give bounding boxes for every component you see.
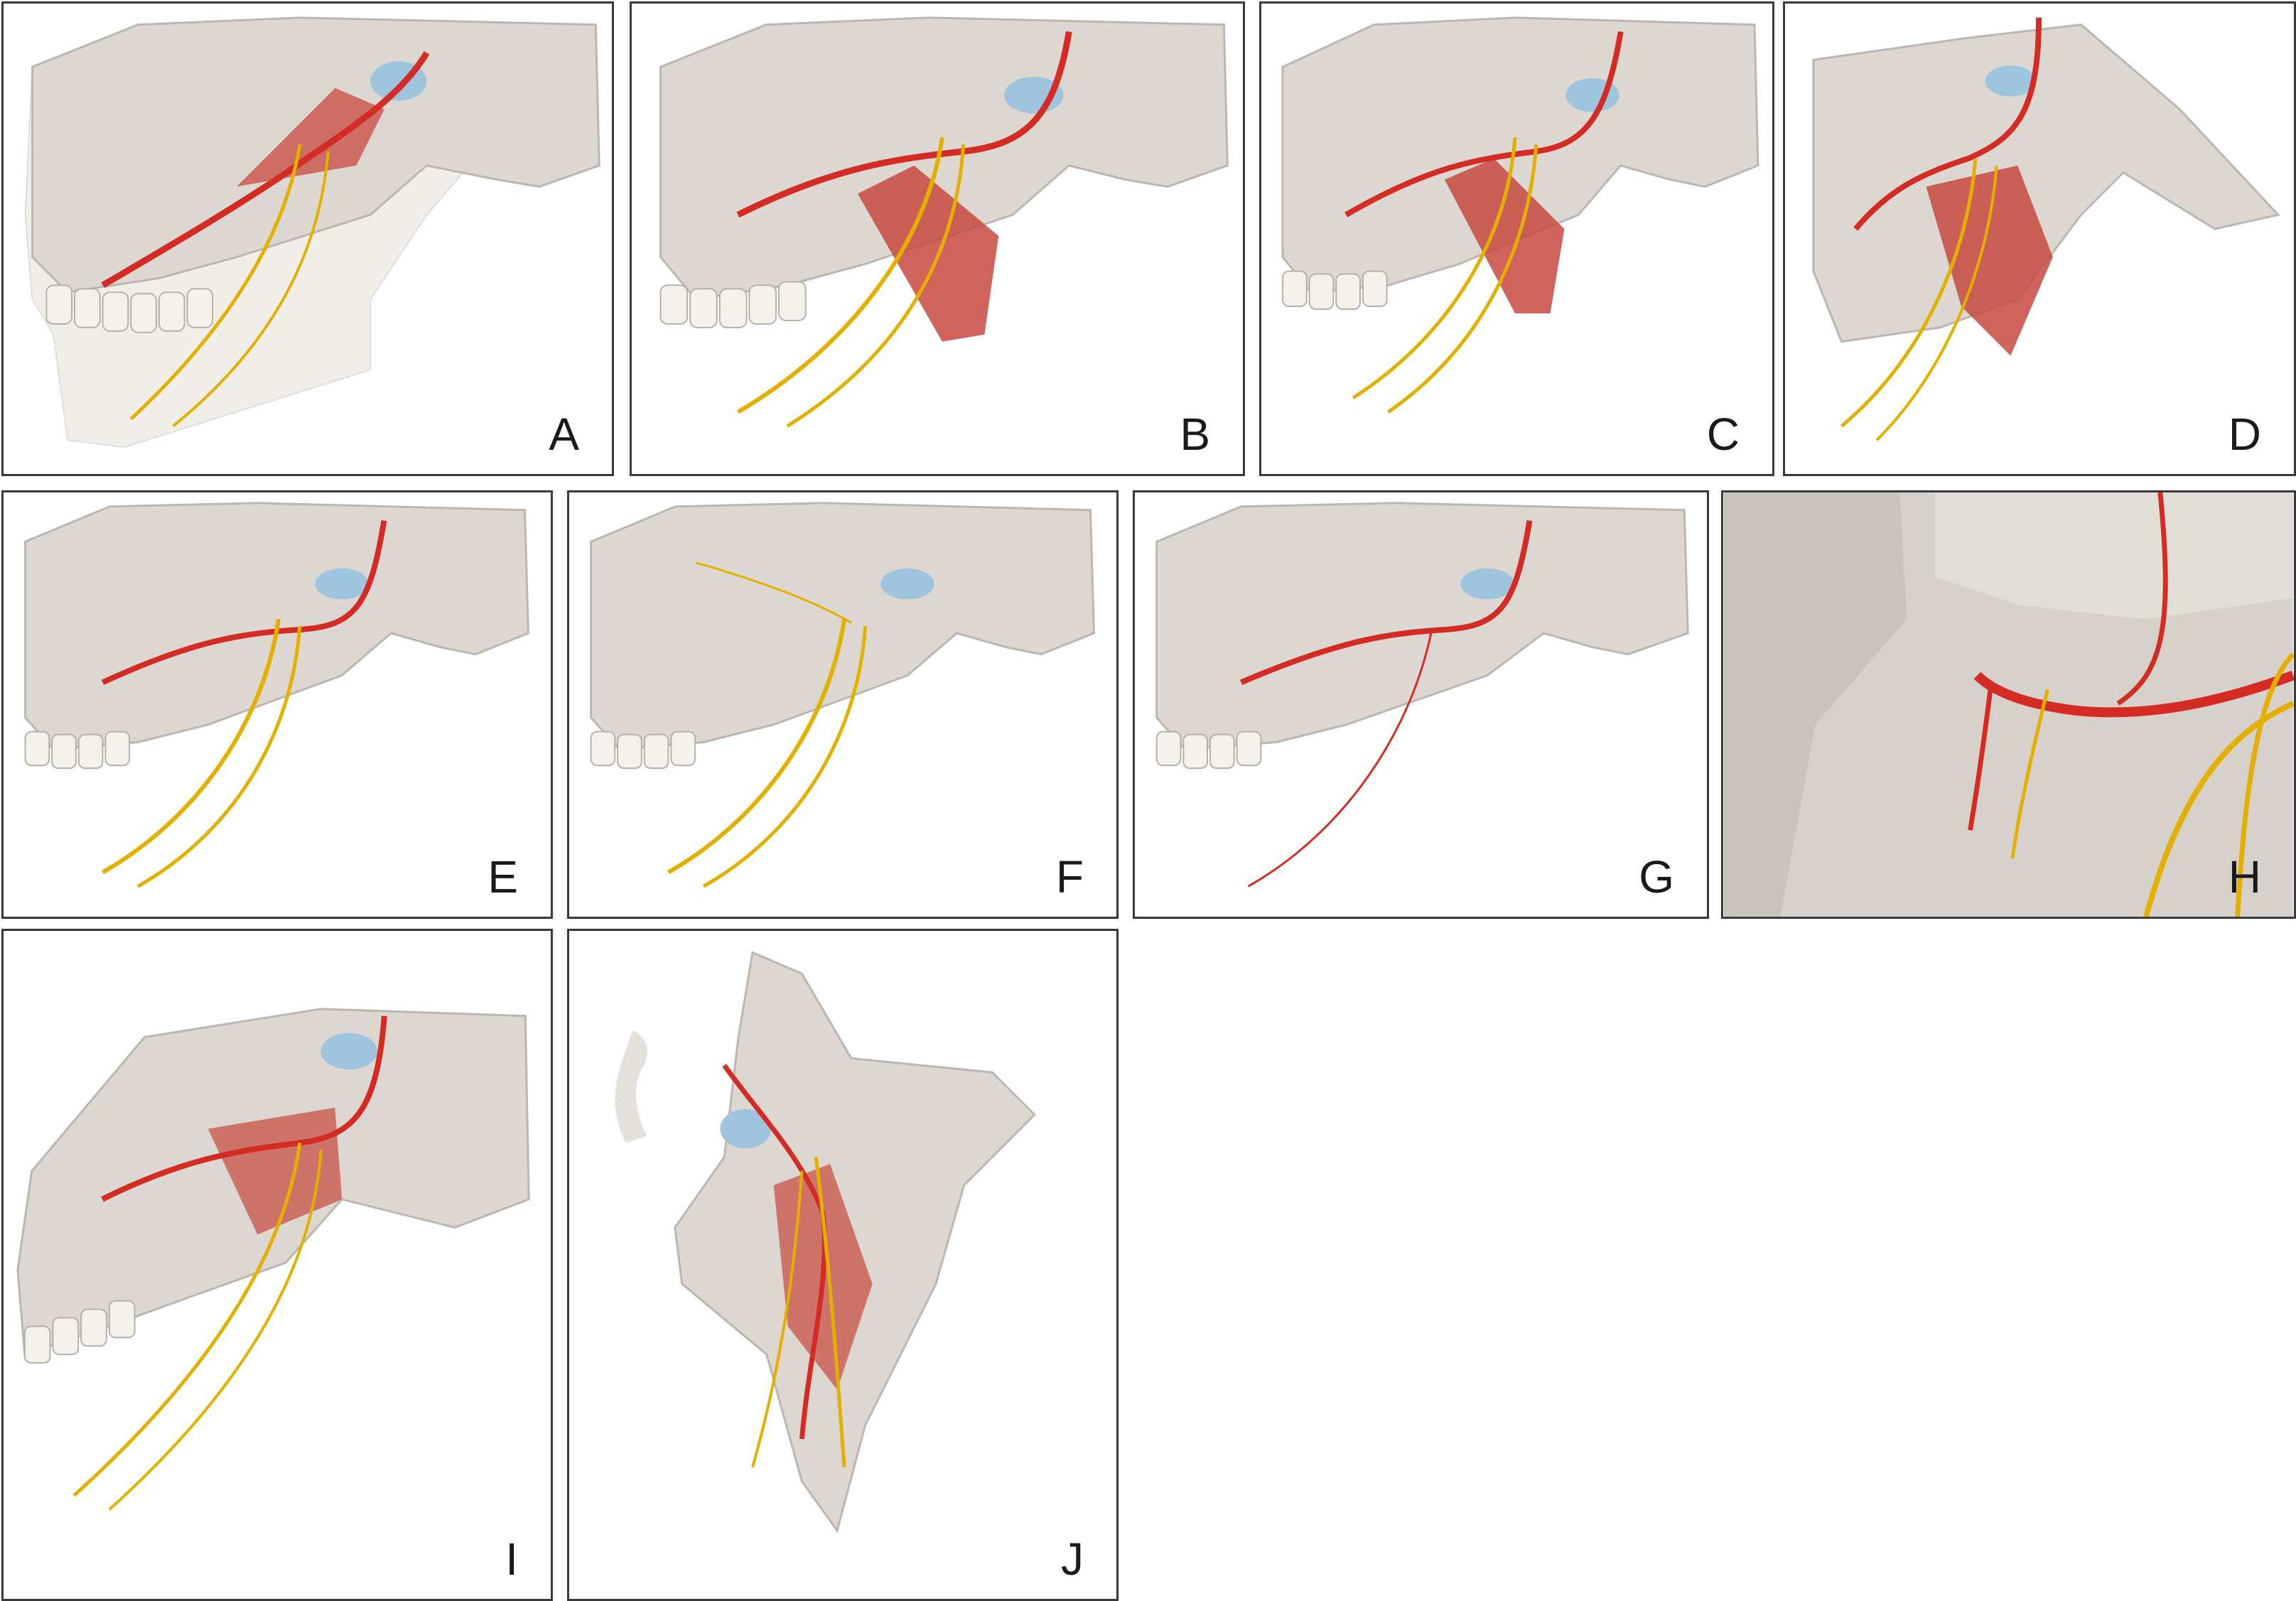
figure-panel-d: D <box>1783 1 2296 476</box>
skull-illustration-f <box>590 502 1095 888</box>
articular-disc <box>315 568 369 600</box>
skull-bone <box>1155 502 1689 750</box>
articular-disc <box>1460 568 1514 600</box>
mandibular-nerve <box>1840 158 1978 428</box>
articular-disc <box>880 568 934 600</box>
skull-illustration-g <box>1155 502 1689 888</box>
skull-illustration-a <box>24 16 600 448</box>
skull-illustration-j <box>615 951 1037 1533</box>
figure-panel-b: B <box>630 1 1245 476</box>
panel-label: I <box>505 1533 518 1585</box>
panel-label: F <box>1055 851 1084 902</box>
teeth-row <box>590 731 696 770</box>
artery-branch-upper <box>2116 492 2168 706</box>
maxillary-artery <box>1239 519 1533 685</box>
mandibular-nerve <box>129 144 302 421</box>
teeth-row <box>1155 731 1262 770</box>
teeth-row <box>45 284 214 333</box>
teeth-row <box>24 731 131 770</box>
panel-label: J <box>1061 1533 1084 1585</box>
mandibular-nerve <box>101 618 281 875</box>
lingual-nerve <box>1387 144 1538 414</box>
mandibular-nerve <box>72 1143 302 1497</box>
bone-plate <box>1935 492 2293 620</box>
articular-disc <box>720 1109 771 1149</box>
nerve-trunk-2 <box>2235 652 2294 917</box>
lingual-nerve <box>172 151 330 428</box>
panel-label: A <box>549 409 579 460</box>
maxillary-artery <box>1853 17 2042 231</box>
articular-disc <box>1985 65 2037 97</box>
maxillary-artery <box>1973 670 2294 718</box>
figure-panel-f: F <box>567 490 1119 919</box>
pterygoid-muscle <box>1444 158 1565 314</box>
articular-disc <box>320 1033 377 1070</box>
pterygoid-muscle <box>236 87 385 187</box>
skull-illustration-c <box>1281 16 1759 414</box>
lingual-nerve <box>702 625 868 888</box>
artery-branch <box>1968 681 1994 831</box>
teeth-row <box>23 1300 136 1364</box>
bone-ridge <box>1724 492 1907 917</box>
mandibular-nerve <box>737 136 944 414</box>
skull-bone <box>1812 23 2280 343</box>
skull-illustration-b <box>659 16 1229 428</box>
panel-label: D <box>2228 409 2261 460</box>
panel-label: G <box>1639 851 1674 902</box>
maxillary-artery <box>101 51 430 289</box>
figure-panel-i: I <box>1 929 553 1601</box>
panel-label: B <box>1180 409 1210 460</box>
lingual-nerve <box>751 1170 804 1468</box>
skull-illustration-i <box>16 1008 530 1511</box>
nerve-branch <box>2010 689 2049 859</box>
skull-illustration-d <box>1812 17 2280 441</box>
mandibular-nerve <box>667 618 846 875</box>
figure-panel-g: G <box>1133 490 1709 919</box>
hyoid-fragment <box>615 1030 648 1143</box>
panel-label: C <box>1706 409 1740 460</box>
nerve-trunk <box>2143 701 2294 917</box>
mandibular-nerve <box>1352 137 1517 400</box>
lingual-nerve <box>136 625 302 888</box>
nerve-branch <box>696 561 852 624</box>
figure-panel-j: J <box>567 929 1119 1601</box>
figure-panel-h: H <box>1721 490 2296 919</box>
figure-panel-c: C <box>1259 1 1774 476</box>
teeth-row <box>1281 270 1388 311</box>
close-up-illustration-h <box>1724 492 2294 917</box>
panel-label: H <box>2228 851 2261 902</box>
figure-panel-a: A <box>1 1 614 476</box>
mandibular-nerve <box>814 1156 846 1467</box>
pterygoid-muscle <box>1926 165 2053 356</box>
lingual-nerve <box>108 1150 323 1511</box>
inferior-alveolar-artery <box>1247 632 1433 888</box>
figure-panel-e: E <box>1 490 553 919</box>
lingual-nerve <box>1875 165 1998 441</box>
lingual-nerve <box>786 144 966 428</box>
teeth-row <box>659 281 807 328</box>
panel-label: E <box>487 851 518 902</box>
pterygoid-muscle <box>858 165 999 342</box>
skull-illustration-e <box>24 502 529 888</box>
